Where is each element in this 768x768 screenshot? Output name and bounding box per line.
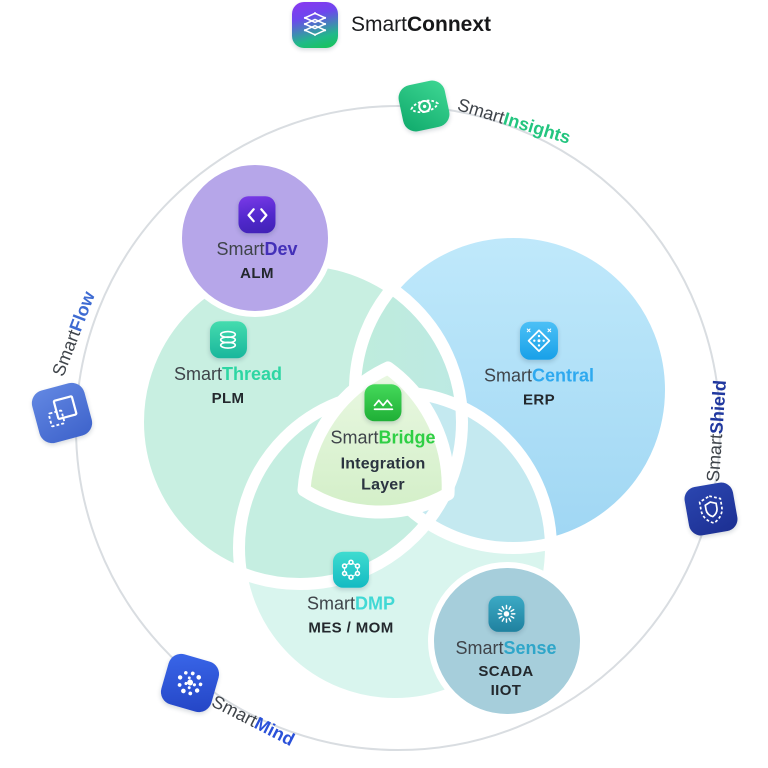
label-smartdev: SmartDev [216,239,298,260]
smartcentral-sublabel: ERP [522,391,556,409]
smartthread-suffix: Thread [222,364,283,385]
node-smartbridge: SmartBridge Integration Layer [330,384,436,496]
smartshield-suffix: Shield [706,379,731,435]
node-smartdmp: SmartDMP MES / MOM [306,551,396,639]
integration-layer-shape [297,361,455,519]
smartdmp-suffix: DMP [355,593,396,614]
smartcentral-prefix: Smart [483,365,532,386]
smartsense-suffix: Sense [503,637,557,658]
smartbridge-prefix: Smart [330,427,379,448]
smartbridge-suffix: Bridge [378,427,436,448]
coil-stack-icon [209,321,247,359]
label-smartbridge: SmartBridge [330,427,436,448]
code-brackets-icon [238,196,276,234]
brand-title: SmartConnext [351,13,491,37]
sensor-rays-icon [488,595,524,632]
bridge-wave-icon [364,384,402,422]
label-smartdmp: SmartDMP [306,593,396,615]
smartsense-sublabel: SCADA IIOT [478,663,533,701]
layers-network-icon [292,2,338,48]
node-smartdev: SmartDev ALM [216,196,298,284]
smartbridge-sublabel: Integration Layer [341,454,426,496]
smartthread-sublabel: PLM [211,390,245,408]
smartdev-sublabel: ALM [240,265,274,283]
shield-dashed-icon [682,480,740,538]
eye-icon [396,78,452,134]
brand-title-suffix: Connext [407,13,492,36]
node-smartsense: SmartSense SCADA IIOT [455,595,557,701]
smartdev-suffix: Dev [264,239,298,260]
sense-circle [428,562,586,720]
brand-header: SmartConnext [292,2,491,48]
dev-circle [176,159,334,317]
smartsense-sub-line1: SCADA [478,662,534,680]
smartdev-prefix: Smart [216,239,265,260]
node-smartthread: SmartThread PLM [174,321,282,409]
label-smartsense: SmartSense [455,637,557,659]
node-smartcentral: SmartCentral ERP [483,321,595,411]
smartdmp-sublabel: MES / MOM [308,619,394,637]
overlapping-squares-icon [28,379,96,447]
central-dmp-overlap [355,392,551,548]
smartbridge-sub-line2: Layer [361,475,405,493]
smartshield-prefix: Smart [702,433,727,483]
neural-dots-icon [157,650,223,716]
smartcentral-suffix: Central [532,365,595,386]
smartsense-prefix: Smart [455,637,504,658]
smartdmp-prefix: Smart [306,593,356,614]
diamond-grid-icon [520,321,558,360]
molecule-hexagon-icon [332,551,369,588]
label-smartthread: SmartThread [173,364,283,385]
smartsense-sub-line2: IIOT [490,681,522,699]
smartbridge-sub-line1: Integration [340,455,426,473]
smartthread-prefix: Smart [173,364,222,385]
label-smartcentral: SmartCentral [483,365,595,387]
brand-title-prefix: Smart [351,13,408,36]
